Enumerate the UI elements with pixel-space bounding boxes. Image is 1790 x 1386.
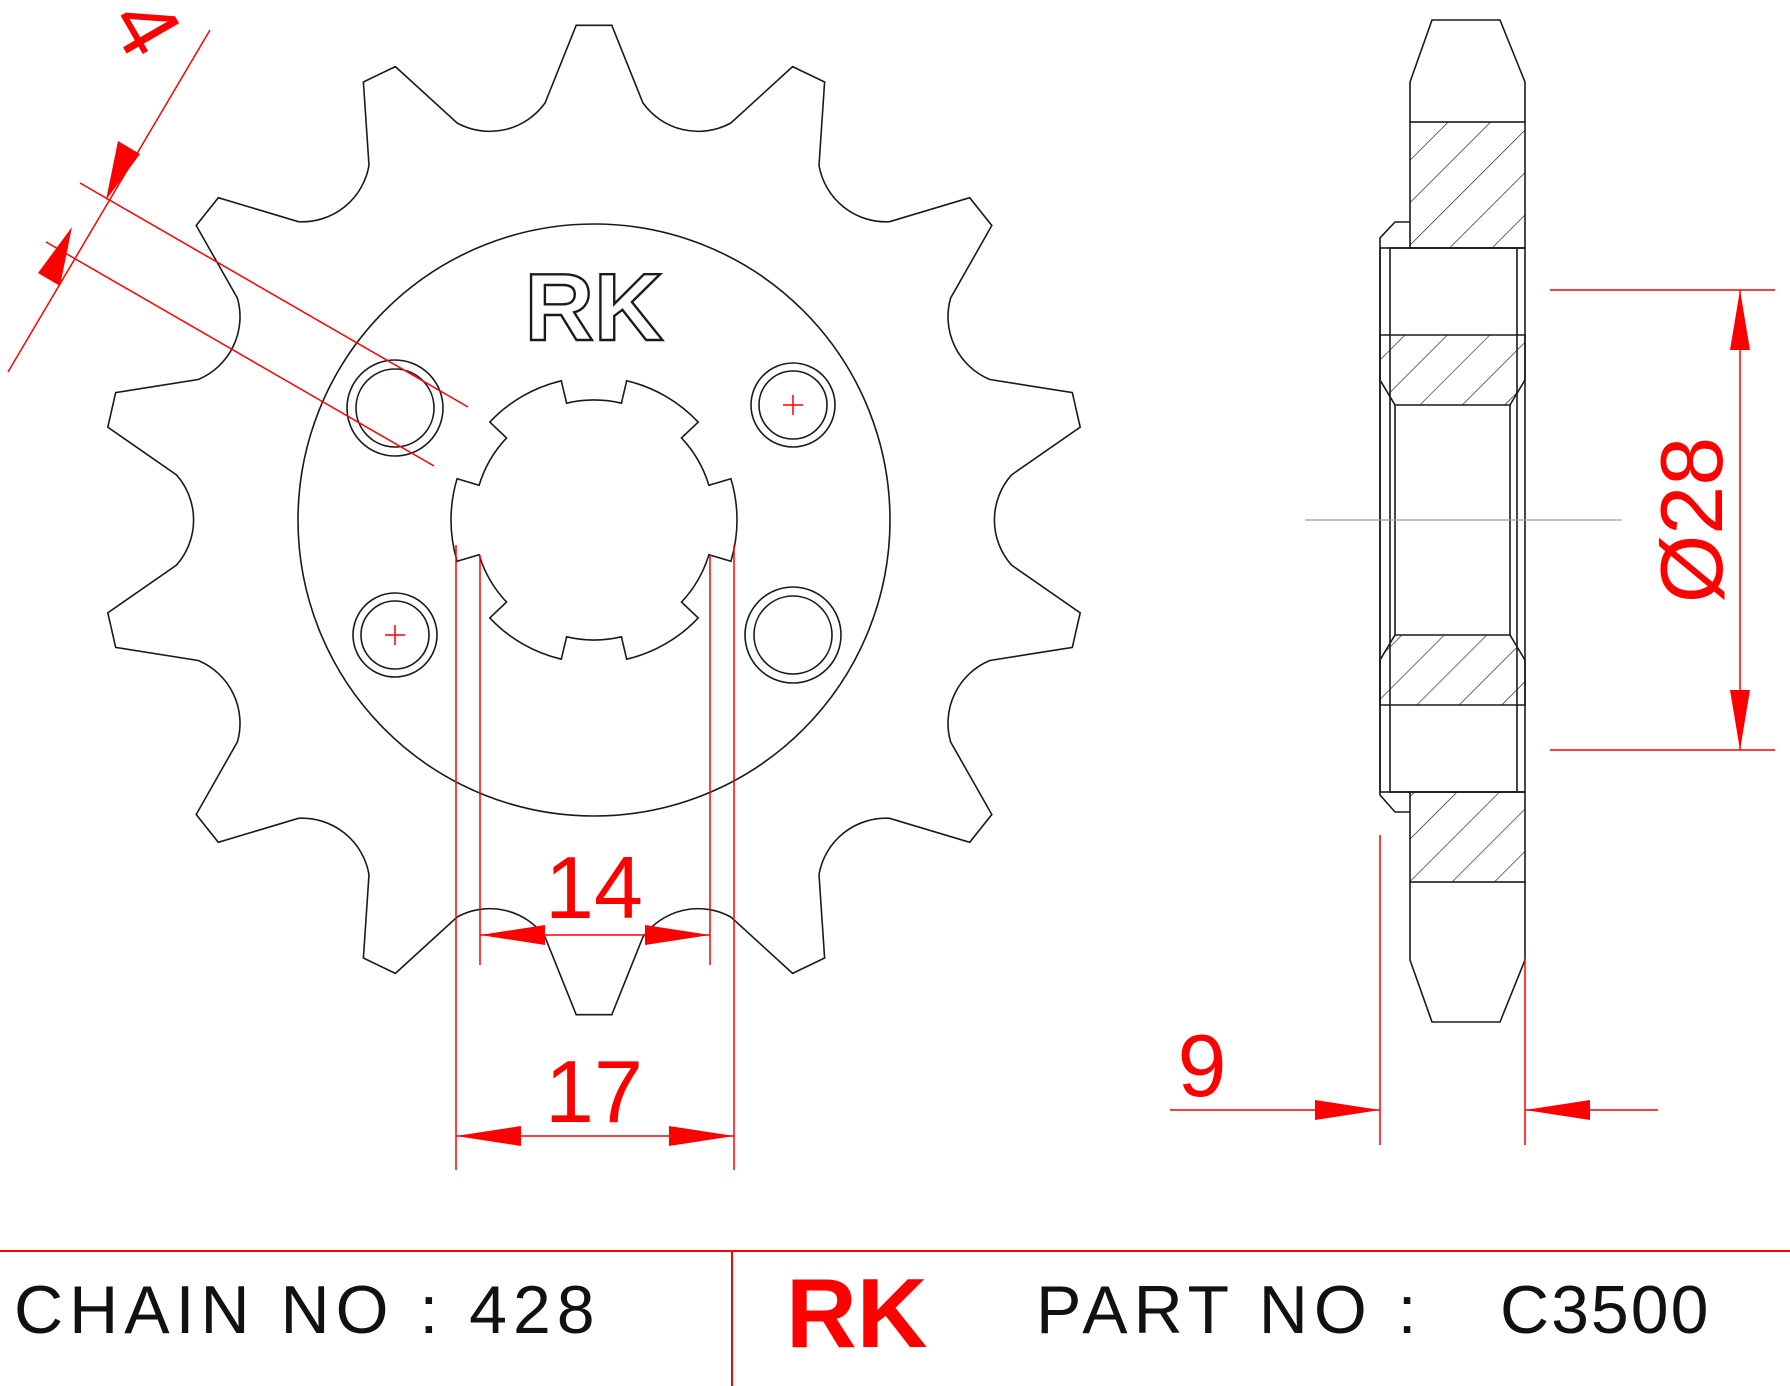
- bolt-hole: [346, 359, 444, 457]
- hatched-hub-lower: [1379, 634, 1526, 706]
- dimension-spline-outer: 17: [455, 545, 735, 1170]
- dimension-spline-inner: 14: [479, 555, 711, 965]
- hub-circle: [297, 223, 891, 817]
- bolt-hole: [750, 362, 836, 448]
- part-number-label: PART NO :: [1036, 1272, 1423, 1348]
- spline-hole-outline: [450, 379, 738, 661]
- side-tooth-top: [1409, 19, 1526, 122]
- hatched-hub-upper: [1379, 334, 1526, 406]
- part-number-value: C3500: [1500, 1272, 1711, 1348]
- sprocket-side-view: [1305, 19, 1622, 1023]
- sprocket-front-view: RK: [106, 24, 1082, 1016]
- dim-text-diameter: Ø28: [1642, 437, 1741, 603]
- chain-number-label: CHAIN NO : 428: [14, 1272, 601, 1348]
- side-tooth-bottom: [1409, 882, 1526, 1023]
- rk-brand-logo: RK: [786, 1258, 928, 1368]
- hatched-section-top: [1409, 121, 1526, 249]
- title-block: CHAIN NO : 428 RK PART NO : C3500: [0, 1250, 1790, 1386]
- hatched-section-bottom: [1409, 791, 1526, 883]
- logo-rk-outline: RK: [525, 254, 664, 361]
- dim-text-17: 17: [545, 1042, 643, 1141]
- dim-text-14: 14: [545, 838, 643, 937]
- sprocket-teeth-outline: [106, 24, 1082, 1016]
- dimension-width: 9: [1170, 835, 1658, 1145]
- dim-text-width: 9: [1178, 1016, 1227, 1115]
- title-block-divider: [731, 1252, 733, 1386]
- dim-text-offset: 4: [91, 0, 201, 73]
- bolt-hole: [352, 592, 438, 678]
- bolt-hole: [744, 586, 842, 684]
- dimension-hub-diameter: Ø28: [1550, 289, 1775, 751]
